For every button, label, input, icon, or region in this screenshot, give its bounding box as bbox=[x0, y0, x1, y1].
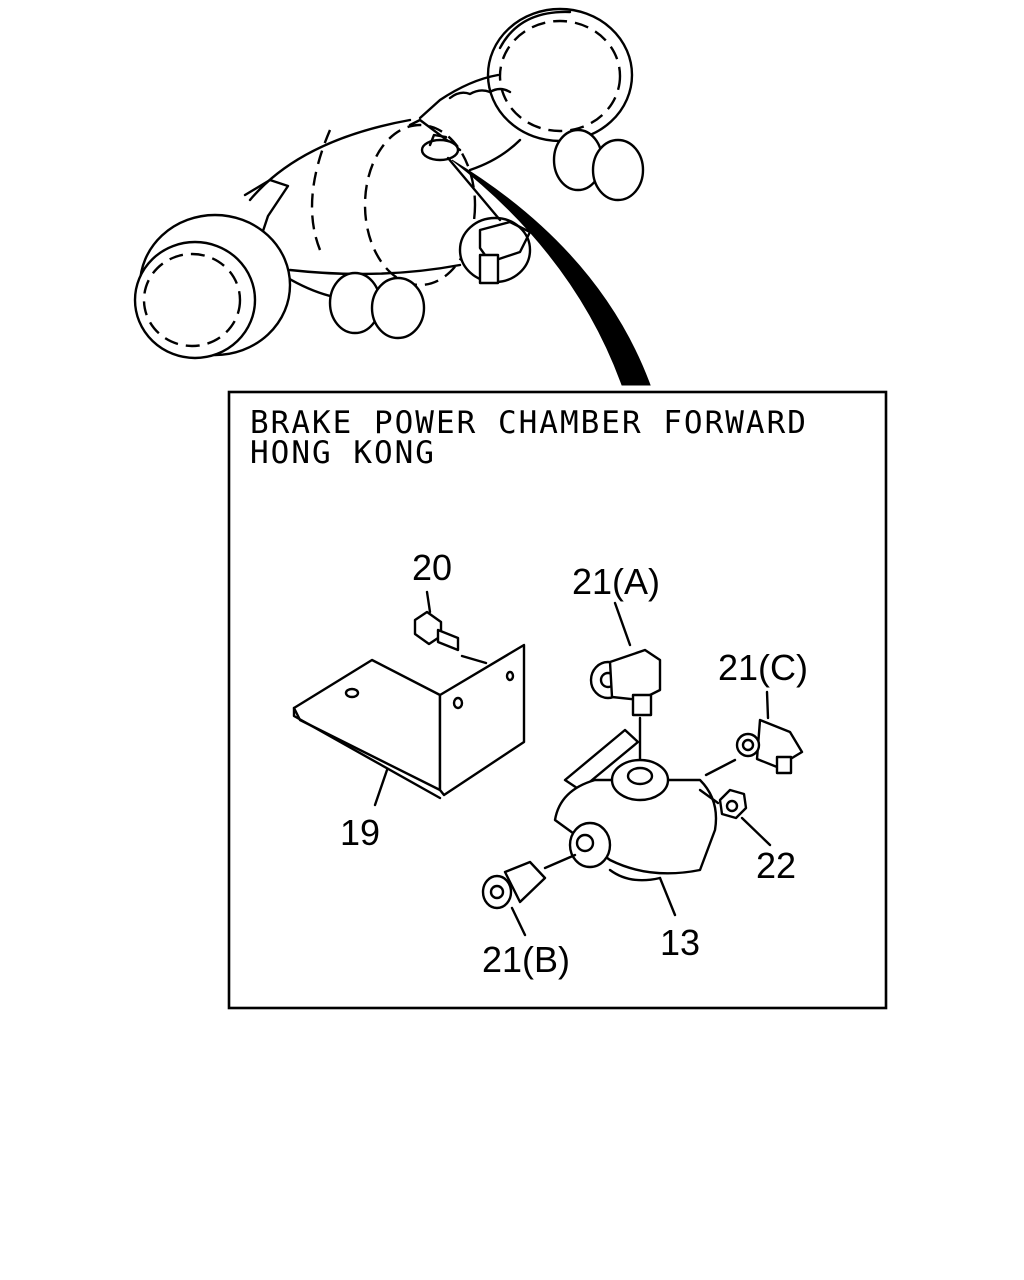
part-20-bolt bbox=[413, 590, 488, 665]
part-19-bracket bbox=[292, 643, 526, 807]
callout-20: 20 bbox=[412, 547, 453, 588]
callout-22: 22 bbox=[756, 845, 797, 886]
part-21b-fitting bbox=[481, 853, 577, 937]
title-line-1: BRAKE POWER CHAMBER FORWARD bbox=[250, 405, 808, 441]
part-13-valve-body bbox=[553, 728, 718, 917]
detail-frame bbox=[227, 390, 888, 1010]
part-21c-fitting bbox=[704, 690, 804, 777]
axle-overview bbox=[133, 7, 651, 386]
part-22-nut bbox=[698, 788, 772, 847]
part-21a-elbow-fitting bbox=[589, 601, 662, 762]
callout-21b: 21(B) bbox=[482, 939, 571, 980]
callout-21c: 21(C) bbox=[718, 647, 809, 688]
callout-19: 19 bbox=[340, 812, 381, 853]
frame-title: BRAKE POWER CHAMBER FORWARD HONG KONG bbox=[250, 405, 808, 471]
callout-13: 13 bbox=[660, 922, 701, 963]
title-line-2: HONG KONG bbox=[250, 435, 436, 471]
callout-21a: 21(A) bbox=[572, 561, 661, 602]
